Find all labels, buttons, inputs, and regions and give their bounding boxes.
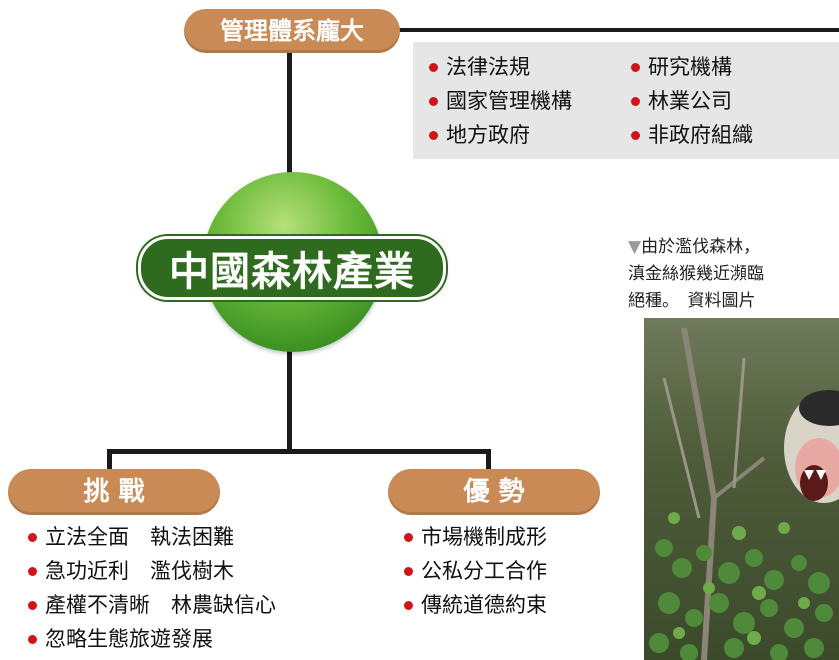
- list-item: 傳統道德約束: [404, 588, 547, 622]
- center-banner: 中國森林產業: [138, 236, 446, 300]
- list-item: 市場機制成形: [404, 520, 547, 554]
- bullet-icon: [631, 62, 640, 72]
- list-item: 忽略生態旅遊發展: [28, 622, 276, 656]
- caption-line: 滇金絲猴幾近瀕臨: [628, 264, 764, 284]
- caption-line: 絕種。 資料圖片: [628, 291, 756, 311]
- bullet-icon: [28, 600, 37, 610]
- bullet-icon: [404, 532, 413, 542]
- triangle-down-icon: ▼: [628, 237, 642, 257]
- line-branch-right: [486, 449, 491, 469]
- management-list-col1: 法律法規 國家管理機構 地方政府: [429, 50, 572, 152]
- line-branch-horizontal: [107, 449, 491, 454]
- list-item: 法律法規: [429, 50, 572, 84]
- management-box: 法律法規 國家管理機構 地方政府 研究機構 林業公司 非政府組織: [413, 42, 839, 159]
- challenges-label: 挑 戰: [8, 469, 220, 515]
- monkey-photo: [644, 318, 839, 660]
- line-center-vertical: [287, 350, 292, 452]
- list-item: 國家管理機構: [429, 84, 572, 118]
- management-label: 管理體系龐大: [184, 9, 400, 53]
- list-item: 研究機構: [631, 50, 753, 84]
- bullet-icon: [404, 600, 413, 610]
- bullet-icon: [429, 130, 438, 140]
- advantages-label: 優 勢: [388, 469, 600, 515]
- line-branch-left: [107, 449, 112, 469]
- bullet-icon: [28, 532, 37, 542]
- caption-line: ▼由於濫伐森林，: [628, 237, 761, 257]
- list-item: 地方政府: [429, 118, 572, 152]
- bullet-icon: [28, 566, 37, 576]
- list-item: 產權不清晰 林農缺信心: [28, 588, 276, 622]
- center-title: 中國森林產業: [169, 249, 415, 295]
- bullet-icon: [631, 130, 640, 140]
- advantages-list: 市場機制成形 公私分工合作 傳統道德約束: [404, 520, 547, 622]
- bullet-icon: [28, 634, 37, 644]
- list-item: 急功近利 濫伐樹木: [28, 554, 276, 588]
- line-top-horizontal: [390, 28, 839, 32]
- bullet-icon: [631, 96, 640, 106]
- photo-caption: ▼由於濫伐森林， 滇金絲猴幾近瀕臨 絕種。 資料圖片: [628, 234, 839, 315]
- line-top-vertical: [287, 48, 292, 174]
- list-item: 非政府組織: [631, 118, 753, 152]
- bullet-icon: [429, 96, 438, 106]
- bullet-icon: [404, 566, 413, 576]
- list-item: 林業公司: [631, 84, 753, 118]
- monkey-photo-illustration: [649, 327, 839, 660]
- challenges-list: 立法全面 執法困難 急功近利 濫伐樹木 產權不清晰 林農缺信心 忽略生態旅遊發展: [28, 520, 276, 656]
- list-item: 立法全面 執法困難: [28, 520, 276, 554]
- management-list-col2: 研究機構 林業公司 非政府組織: [631, 50, 753, 152]
- list-item: 公私分工合作: [404, 554, 547, 588]
- bullet-icon: [429, 62, 438, 72]
